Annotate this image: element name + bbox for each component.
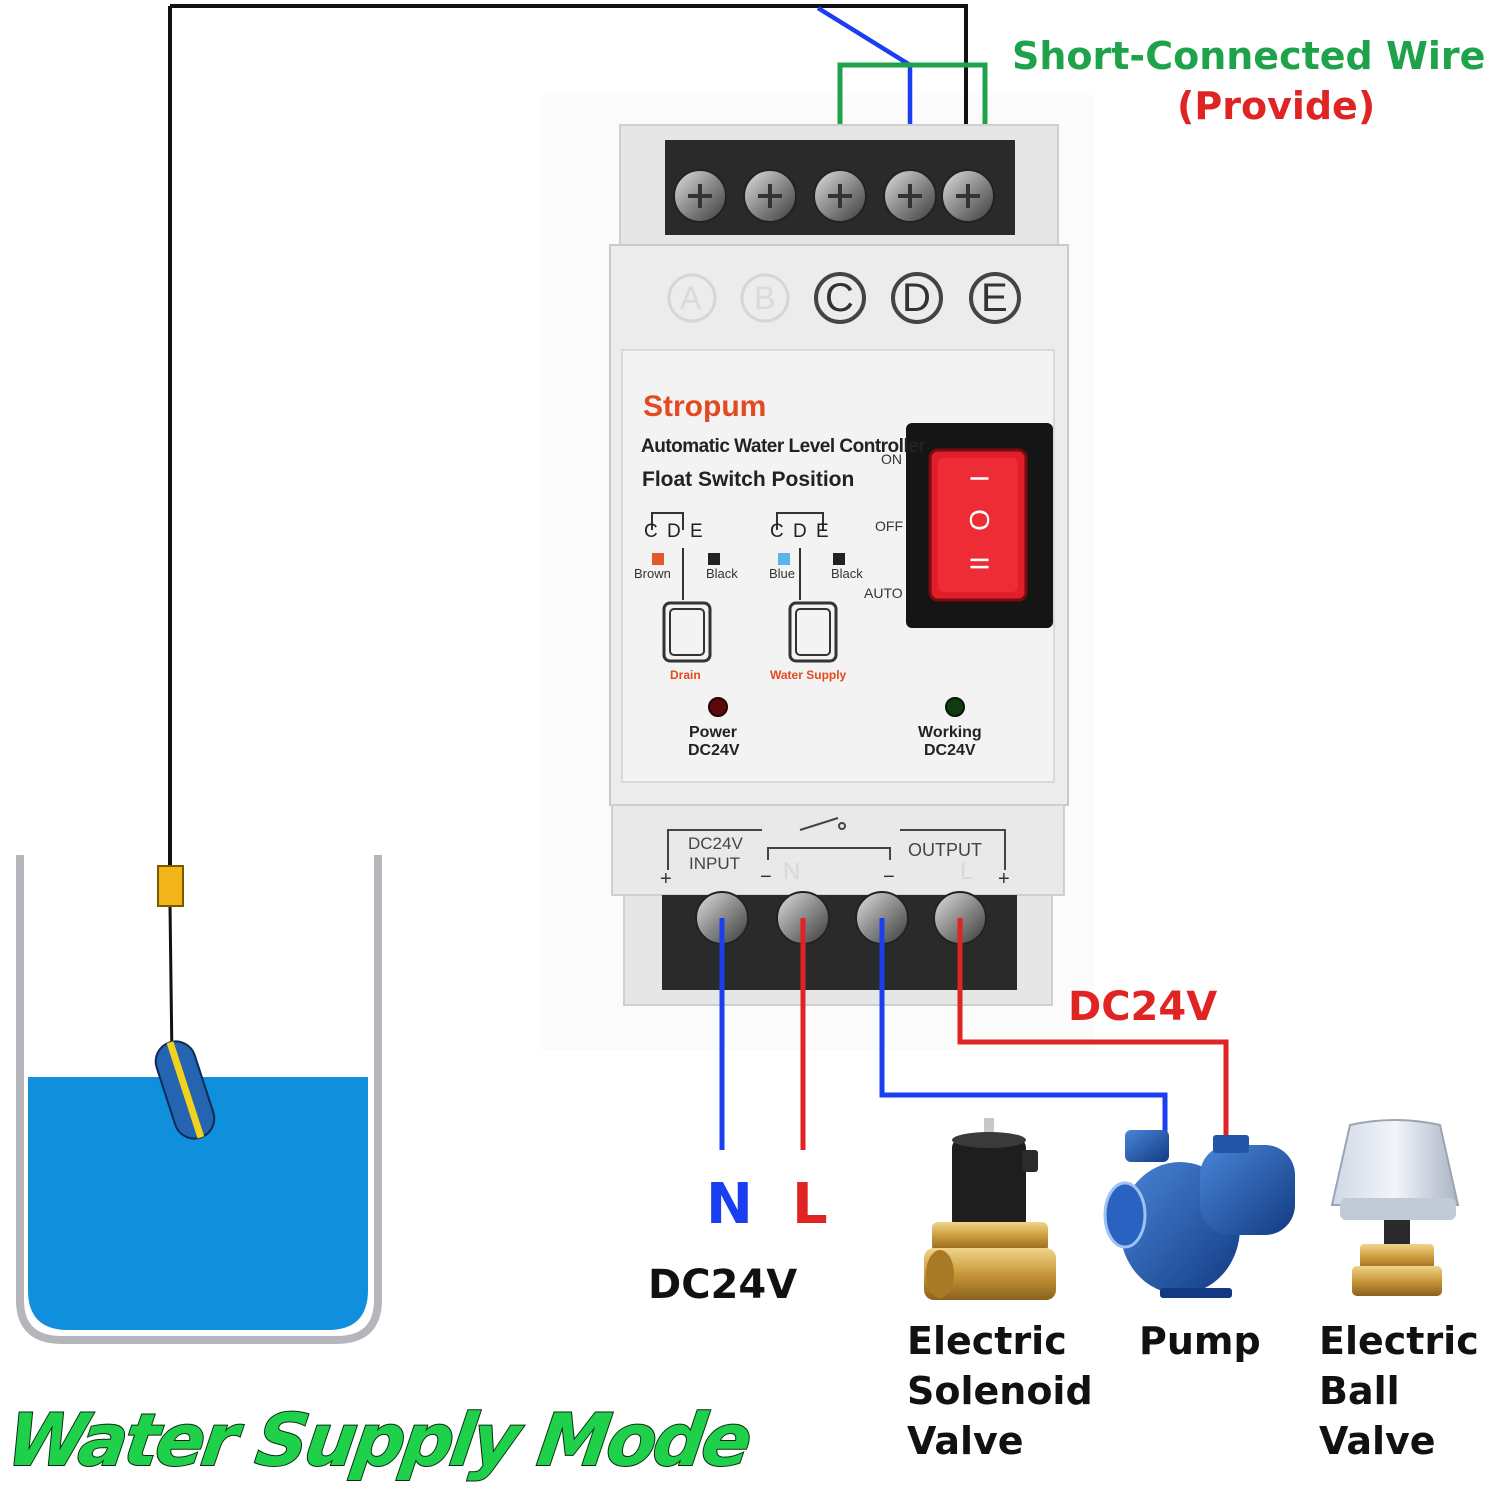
pump-label-line-1: Pump (1139, 1319, 1261, 1363)
sign-output-minus: − (883, 866, 895, 888)
rocker-symbol-on: I (964, 474, 995, 483)
solenoid-valve-label: Electric Solenoid Valve (907, 1316, 1093, 1466)
mode-title: Water Supply Mode (1, 1397, 755, 1483)
output-negative-wire (879, 918, 1168, 1135)
terminal-n-mark: N (783, 858, 801, 885)
switch-auto-label: AUTO (864, 585, 903, 601)
top-screws (673, 169, 995, 223)
output-label: OUTPUT (908, 840, 982, 860)
rocker-symbol-auto: II (964, 556, 995, 571)
brand-name: Stropum (643, 390, 767, 423)
blue-swatch (778, 553, 790, 565)
lower-label-lines (667, 817, 1006, 870)
short-wire-label: Short-Connected Wire (1012, 34, 1486, 78)
solenoid-valve-label-line-3: Valve (907, 1419, 1024, 1463)
rocker-symbol-off: O (964, 509, 995, 531)
supply-right-wire: Black (831, 566, 863, 581)
ball-valve-image (1330, 1119, 1460, 1296)
sign-input-minus: − (760, 866, 772, 888)
terminal-letter-e: E (981, 276, 1008, 320)
sign-input-plus: + (660, 868, 672, 890)
drain-right-wire: Black (706, 566, 738, 581)
water-tank (16, 855, 382, 1344)
model-name: Automatic Water Level Controller (641, 436, 926, 457)
black-wire (170, 4, 968, 175)
n-label: N (706, 1172, 753, 1237)
ball-valve-label: Electric Ball Valve (1319, 1316, 1479, 1466)
ball-valve-label-line-2: Ball (1319, 1369, 1400, 1413)
solenoid-valve-image (924, 1118, 1056, 1300)
switch-on-label: ON (881, 451, 902, 467)
terminal-letter-c: C (825, 276, 854, 320)
ball-valve-label-line-1: Electric (1319, 1319, 1479, 1363)
input-voltage-label: DC24V (648, 1262, 798, 1308)
pump-image (1103, 1130, 1295, 1298)
working-led (945, 697, 965, 717)
power-led-voltage: DC24V (688, 742, 740, 759)
dc24v-input-label-1: DC24V (688, 834, 743, 853)
black-swatch-1 (708, 553, 720, 565)
working-led-voltage: DC24V (924, 742, 976, 759)
drain-label: Drain (670, 668, 701, 682)
provide-label: (Provide) (1177, 84, 1376, 128)
ball-valve-label-line-3: Valve (1319, 1419, 1436, 1463)
pump-label: Pump (1139, 1316, 1261, 1366)
output-voltage-label: DC24V (1068, 984, 1218, 1030)
short-connected-wire (837, 62, 988, 178)
float-body (154, 1040, 216, 1140)
float-cable-lower (168, 904, 174, 1061)
float-switch (154, 6, 216, 1140)
terminal-letter-b: B (754, 280, 776, 316)
switch-off-label: OFF (875, 518, 903, 534)
tank-wall (16, 855, 382, 1344)
terminal-letter-a: A (680, 280, 702, 316)
black-swatch-2 (833, 553, 845, 565)
terminal-l-mark: L (960, 858, 974, 885)
power-led-label: Power (689, 724, 738, 741)
working-led-label: Working (918, 724, 982, 741)
float-diagrams (651, 512, 838, 663)
solenoid-valve-label-line-2: Solenoid (907, 1369, 1093, 1413)
sign-output-plus: + (998, 868, 1010, 890)
float-switch-position-title: Float Switch Position (642, 468, 855, 491)
rocker-switch (906, 423, 1053, 628)
tank-water (28, 1077, 368, 1330)
drain-left-wire: Brown (634, 566, 671, 581)
drain-letters: C D E (644, 521, 705, 542)
dc24v-input-label-2: INPUT (689, 854, 740, 873)
supply-letters: C D E (770, 521, 831, 542)
terminal-letter-circles (667, 272, 1021, 324)
water-supply-label: Water Supply (770, 668, 847, 682)
float-weight (157, 865, 184, 907)
output-positive-wire (957, 918, 1229, 1140)
supply-left-wire: Blue (769, 566, 796, 581)
solenoid-valve-label-line-1: Electric (907, 1319, 1067, 1363)
l-label: L (792, 1172, 828, 1237)
power-led (708, 697, 728, 717)
terminal-letter-d: D (902, 276, 931, 320)
brown-swatch (652, 553, 664, 565)
